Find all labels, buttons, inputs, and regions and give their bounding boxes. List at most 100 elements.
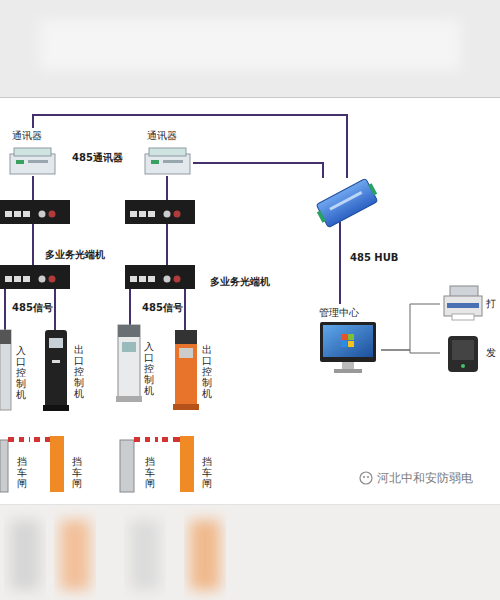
fiber-transceiver — [139, 276, 146, 282]
fiber-transceiver — [164, 276, 171, 283]
cable — [32, 224, 34, 265]
cable — [184, 289, 186, 330]
connector — [339, 268, 341, 304]
computer-monitor — [348, 334, 354, 340]
cable — [4, 289, 6, 330]
communicator-device — [28, 160, 48, 163]
device-label: 485通讯器 — [72, 152, 123, 164]
communicator-device — [163, 160, 183, 163]
barrier-gate — [14, 437, 19, 442]
barrier-gate-node: 挡车闸 — [48, 436, 86, 494]
connector — [193, 163, 323, 178]
cable — [339, 222, 341, 268]
fiber-transceiver — [130, 276, 137, 282]
hub-device — [368, 183, 377, 195]
printer-device — [444, 286, 482, 320]
fiber-transceiver — [125, 200, 195, 224]
page-ground — [0, 0, 500, 97]
fiber-transceiver — [14, 211, 21, 217]
controller-device — [0, 330, 11, 410]
computer-monitor — [320, 322, 376, 362]
management-center: 管理中心 — [315, 304, 381, 382]
communicator-device — [10, 148, 190, 174]
controller-device — [0, 330, 11, 344]
fiber-transceiver — [5, 276, 12, 282]
page-ground — [0, 97, 500, 505]
exit-controller: 出口控制机 — [174, 330, 216, 410]
controller-device — [45, 330, 67, 408]
entry-controller: 入口控制机 — [117, 325, 159, 405]
signal-label: 485信号 — [12, 302, 53, 314]
printer-device — [452, 314, 474, 320]
wechat-icon — [360, 472, 372, 484]
barrier-gate — [0, 436, 194, 492]
card-reader-node: 发 — [440, 333, 498, 373]
computer-monitor — [320, 322, 376, 373]
controller-device — [43, 405, 69, 411]
fiber-transceiver — [148, 211, 155, 217]
signal-label: 485信号 — [142, 302, 183, 314]
fiber-transceiver — [14, 276, 21, 282]
barrier-gate — [180, 436, 194, 492]
page-ground — [130, 520, 160, 590]
node-label: 通讯器 — [147, 130, 177, 142]
device-label: 多业务光端机 — [45, 249, 105, 261]
communicator-device — [14, 148, 51, 156]
controller-device — [52, 360, 60, 363]
controller-device — [118, 325, 140, 398]
communicator-device — [10, 154, 55, 174]
watermark: 河北中和安防弱电 — [377, 471, 473, 485]
node-label: 485 HUB — [350, 252, 398, 264]
fiber-transceiver — [23, 276, 30, 282]
fiber-transceiver — [5, 211, 12, 217]
connector — [381, 304, 440, 350]
fiber-transceiver — [174, 276, 181, 283]
page-ground — [40, 20, 460, 70]
barrier-gate — [168, 437, 173, 442]
barrier-gate — [24, 437, 29, 442]
communicator-node: 通讯器 — [143, 128, 193, 180]
computer-monitor — [334, 369, 362, 373]
barrier-gate — [50, 436, 64, 492]
barrier-gate — [0, 440, 8, 492]
fiber-transceiver — [130, 211, 137, 217]
node-label: 通讯器 — [12, 130, 42, 142]
cable — [32, 176, 34, 200]
controller-device — [118, 325, 140, 337]
page-ground — [0, 504, 500, 505]
page-ground — [60, 520, 90, 590]
cable — [166, 224, 168, 265]
fiber-transceiver — [139, 211, 146, 217]
computer-monitor — [341, 341, 347, 347]
controller-device — [49, 338, 63, 348]
controller-device — [173, 404, 199, 410]
node-label: 出口控制机 — [202, 344, 212, 399]
node-label: 挡车闸 — [17, 456, 27, 489]
hub-device — [329, 191, 362, 211]
wechat-icon — [360, 472, 372, 484]
communicator-device — [151, 160, 159, 164]
connector — [33, 115, 347, 178]
page-ground — [190, 520, 220, 590]
barrier-gate-node: 挡车闸 — [0, 436, 32, 494]
hub-device — [316, 178, 378, 227]
controller-device — [0, 325, 199, 411]
cable — [5, 176, 340, 330]
fiber-transceiver — [23, 211, 30, 217]
communicator-node: 通讯器 — [8, 128, 58, 180]
barrier-gate-node: 挡车闸 — [119, 436, 157, 494]
communicator-device — [16, 160, 24, 164]
fiber-transceiver — [0, 200, 70, 224]
page-ground — [0, 97, 500, 98]
card-reader-device — [448, 336, 478, 372]
fiber-transceiver — [49, 276, 56, 283]
barrier-gate — [40, 437, 45, 442]
computer-monitor — [323, 325, 373, 357]
node-label: 入口控制机 — [16, 345, 26, 400]
controller-device — [122, 342, 136, 352]
barrier-gate-node: 挡车闸 — [178, 436, 216, 494]
controller-device — [179, 348, 193, 358]
controller-device — [116, 396, 142, 402]
